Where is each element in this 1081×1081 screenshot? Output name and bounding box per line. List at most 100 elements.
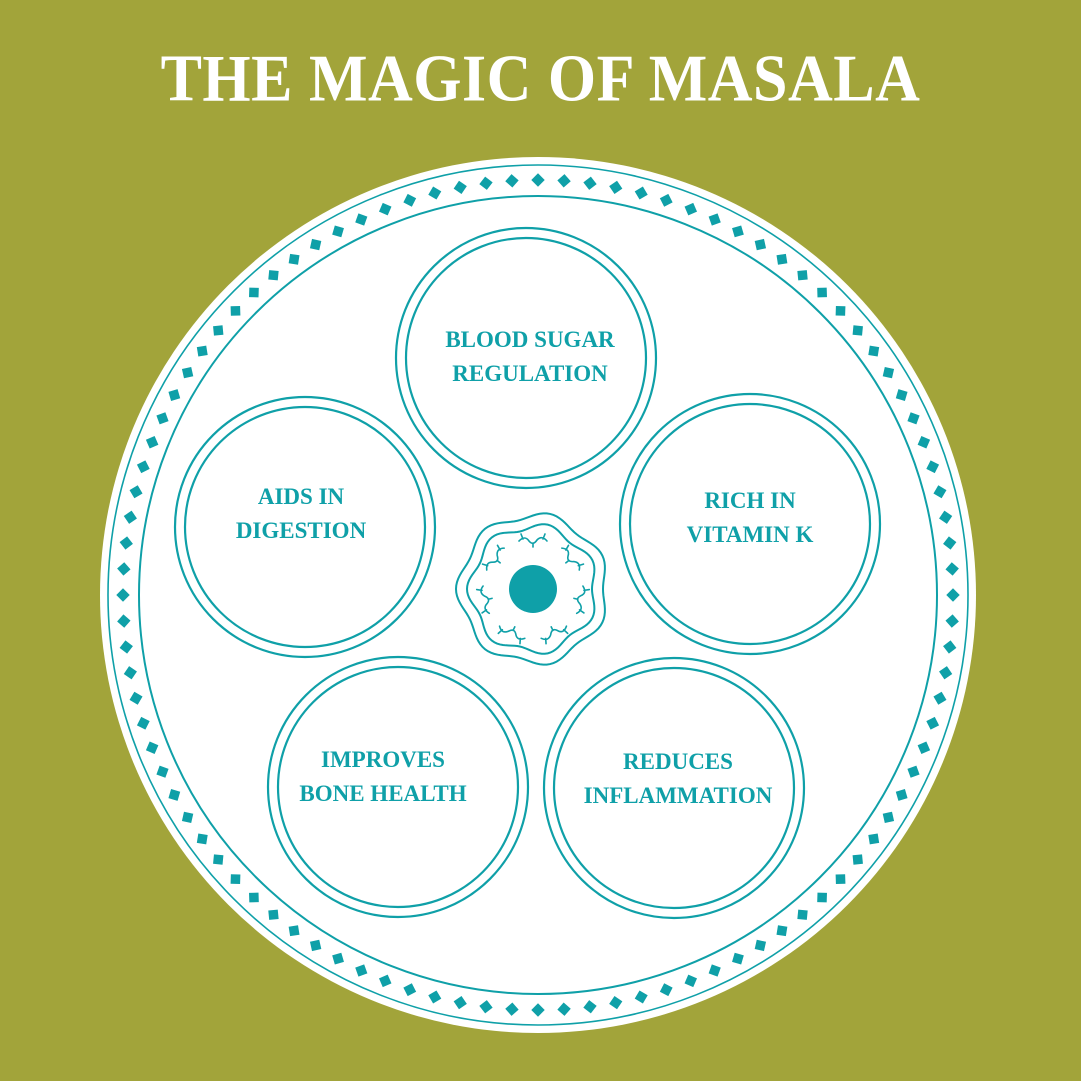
border-diamond — [453, 996, 467, 1010]
benefit-line-2: BONE HEALTH — [299, 781, 467, 806]
border-diamond — [659, 193, 673, 207]
border-diamond — [181, 366, 194, 379]
border-diamond — [776, 925, 788, 937]
benefit-ring-vitamin-k — [618, 392, 882, 656]
border-diamond — [776, 253, 788, 265]
benefit-line-2: INFLAMMATION — [583, 783, 773, 808]
benefit-line-2: DIGESTION — [235, 518, 367, 543]
border-diamond — [196, 345, 208, 357]
border-diamond — [943, 536, 957, 550]
border-diamond — [117, 562, 131, 576]
border-diamond — [129, 485, 143, 499]
border-diamond — [797, 909, 808, 920]
benefit-ring-digestion — [173, 395, 437, 659]
border-diamond — [943, 640, 957, 654]
border-diamond — [868, 833, 880, 845]
border-diamond — [917, 741, 931, 755]
ornament-flourish — [481, 544, 505, 571]
border-diamond — [907, 765, 920, 778]
border-diamond — [835, 874, 846, 884]
benefit-ring-inflammation — [542, 656, 806, 920]
plate-outer-rim-line — [107, 164, 969, 1026]
border-diamond — [288, 925, 300, 937]
border-diamond — [945, 614, 959, 628]
border-diamond — [939, 666, 953, 680]
border-diamond — [181, 811, 194, 824]
border-diamond — [732, 225, 744, 238]
border-diamond — [708, 213, 721, 226]
border-diamond — [168, 389, 181, 401]
border-diamond — [156, 412, 169, 425]
benefit-line-1: IMPROVES — [321, 747, 445, 772]
border-diamond — [926, 460, 940, 474]
border-diamond — [168, 789, 181, 801]
benefit-line-1: BLOOD SUGAR — [445, 327, 615, 352]
border-diamond — [268, 909, 279, 920]
border-diamond — [196, 833, 208, 845]
border-diamond — [732, 952, 744, 965]
border-diamond — [428, 186, 442, 200]
border-diamond — [119, 536, 133, 550]
border-diamond — [684, 202, 698, 216]
border-diamond — [907, 412, 920, 425]
border-diamond — [933, 485, 947, 499]
benefit-inflammation: REDUCES INFLAMMATION — [558, 745, 798, 813]
border-diamond — [797, 270, 808, 281]
ornament-inner-frame — [465, 523, 596, 655]
border-diamond — [249, 892, 259, 903]
border-diamond — [249, 287, 259, 298]
benefit-digestion: AIDS IN DIGESTION — [181, 480, 421, 548]
border-diamond — [230, 874, 241, 884]
border-diamond — [136, 716, 150, 730]
border-diamond — [708, 964, 721, 977]
benefit-bone-health: IMPROVES BONE HEALTH — [263, 743, 503, 811]
benefit-ring-blood-sugar — [394, 226, 658, 490]
ornament-outer-frame — [454, 512, 606, 666]
benefit-line-1: REDUCES — [623, 749, 733, 774]
ornament-flourish — [561, 544, 585, 571]
border-diamond — [868, 345, 880, 357]
ornament-flourish — [573, 585, 591, 615]
border-diamond — [136, 460, 150, 474]
border-diamond — [355, 964, 368, 977]
border-diamond — [332, 952, 344, 965]
border-diamond — [479, 176, 493, 190]
border-diamond — [926, 716, 940, 730]
border-diamond — [609, 180, 623, 194]
border-diamond — [852, 854, 863, 865]
border-diamond — [145, 741, 159, 755]
page-title: THE MAGIC OF MASALA — [160, 42, 921, 116]
border-diamond — [378, 202, 392, 216]
ornament-flourish — [475, 585, 493, 615]
border-diamond — [309, 238, 322, 251]
border-diamond — [634, 186, 648, 200]
border-diamond — [583, 176, 597, 190]
border-diamond — [123, 666, 137, 680]
border-diamond — [659, 983, 673, 997]
border-diamond — [268, 270, 279, 281]
benefit-vitamin-k: RICH IN VITAMIN K — [630, 484, 870, 552]
border-diamond — [882, 366, 895, 379]
border-diamond — [817, 892, 827, 903]
border-diamond — [895, 389, 908, 401]
ornament-center-dot — [509, 565, 557, 613]
border-diamond — [505, 174, 519, 188]
benefit-blood-sugar: BLOOD SUGAR REGULATION — [410, 323, 650, 391]
border-diamond — [852, 325, 863, 336]
masala-dabba-bowl-icon — [454, 512, 606, 666]
border-diamond — [505, 1002, 519, 1016]
border-diamond — [583, 1000, 597, 1014]
benefit-line-1: AIDS IN — [257, 484, 345, 509]
border-diamond — [939, 510, 953, 524]
border-diamond — [835, 306, 846, 316]
ornament-flourish — [540, 625, 569, 645]
border-diamond — [917, 435, 931, 449]
border-diamond — [213, 854, 224, 865]
border-diamond — [378, 974, 392, 988]
border-diamond — [895, 789, 908, 801]
border-diamond — [117, 614, 131, 628]
border-diamond — [882, 811, 895, 824]
border-diamond — [213, 325, 224, 336]
ornament-flourishes — [475, 533, 591, 645]
border-diamond — [332, 225, 344, 238]
